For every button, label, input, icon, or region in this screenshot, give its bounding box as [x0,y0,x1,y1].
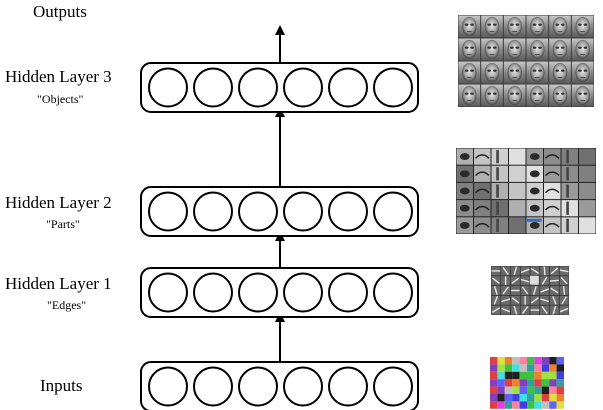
neuron [238,191,278,232]
neuron [328,272,368,313]
neuron [283,191,323,232]
neuron [283,366,323,407]
hidden-layer-2-label: Hidden Layer 2 [5,193,112,212]
neuron [328,67,368,108]
neuron [238,67,278,108]
neuron [283,67,323,108]
neuron [328,366,368,407]
edges-features-image [491,266,569,315]
inputs-label: Inputs [40,376,83,395]
neuron [148,191,188,232]
neuron [148,272,188,313]
neuron [238,272,278,313]
input-pixels-image [490,357,564,409]
hidden-layer-3 [140,62,419,113]
neuron [238,366,278,407]
neuron [193,191,233,232]
neuron [283,272,323,313]
neuron [148,67,188,108]
neuron [193,67,233,108]
hidden-layer-1-feature: "Edges" [47,298,87,312]
neuron [373,191,413,232]
neuron [148,366,188,407]
input-layer [140,361,419,410]
hidden-layer-3-feature: "Objects" [37,92,84,106]
layers [140,62,419,410]
neuron [373,272,413,313]
neuron [328,191,368,232]
objects-features-image [458,15,594,107]
parts-features-image [456,148,596,234]
hidden-layer-2-feature: "Parts" [46,217,80,231]
neuron [193,366,233,407]
neuron [373,67,413,108]
neuron [373,366,413,407]
hidden-layer-1 [140,267,419,318]
hidden-layer-1-label: Hidden Layer 1 [5,274,112,293]
outputs-label: Outputs [33,2,87,21]
hidden-layer-3-label: Hidden Layer 3 [5,67,112,86]
neuron [193,272,233,313]
hidden-layer-2 [140,186,419,237]
